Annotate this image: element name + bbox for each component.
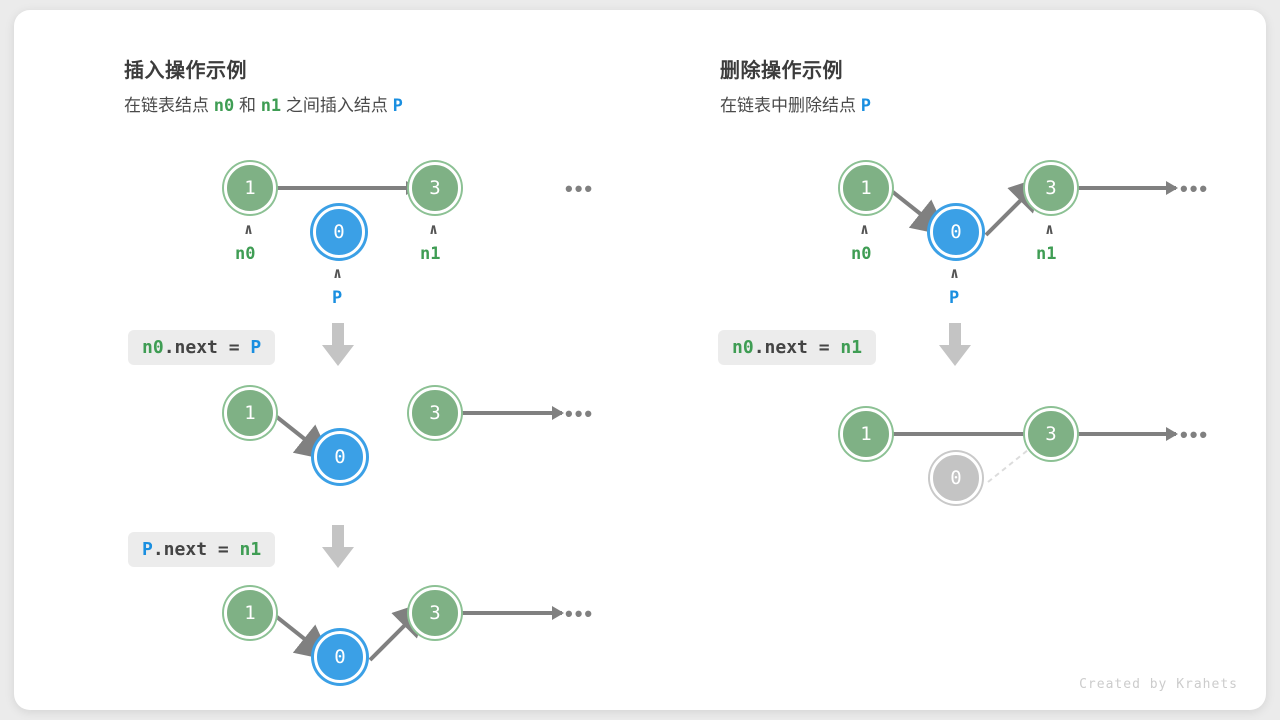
subtitle-text-1: 在链表中删除结点 [720, 96, 856, 115]
ellipsis-dots: ••• [1180, 422, 1210, 447]
node-p: 0 [314, 431, 366, 483]
node-n1: 3 [409, 387, 461, 439]
subtitle-text-1: 在链表结点 [124, 96, 209, 115]
caret-p: ∧ [950, 264, 960, 282]
arrow-n1-to-tail [1068, 181, 1178, 195]
panel-delete-title: 删除操作示例 [720, 60, 843, 82]
caret-n1: ∧ [1045, 220, 1055, 238]
arrow-n1-to-tail [452, 606, 564, 620]
code-ref-n1: n1 [239, 539, 262, 560]
node-n1: 3 [409, 587, 461, 639]
panel-insert: 插入操作示例 在链表结点 n0 和 n1 之间插入结点 P 1 0 3 ••• … [14, 10, 640, 710]
subtitle-ref-n0: n0 [213, 96, 235, 116]
node-n1: 3 [409, 162, 461, 214]
code-ref-n0: n0 [732, 337, 754, 358]
down-arrow-icon-3 [939, 323, 971, 366]
subtitle-ref-n1: n1 [260, 96, 282, 116]
arrow-n0-to-n1 [882, 427, 1042, 441]
caret-n1: ∧ [429, 220, 439, 238]
label-p: P [332, 288, 343, 308]
subtitle-ref-p: P [860, 96, 871, 116]
ellipsis-dots: ••• [565, 401, 595, 426]
diagram-card: 插入操作示例 在链表结点 n0 和 n1 之间插入结点 P 1 0 3 ••• … [14, 10, 1266, 710]
ellipsis-dots: ••• [565, 176, 595, 201]
node-n0: 1 [224, 162, 276, 214]
code-insert-step1: n0.next = P [128, 330, 276, 365]
node-n0: 1 [840, 162, 892, 214]
subtitle-text-2: 和 [238, 96, 256, 115]
code-text: .next = [152, 539, 240, 560]
code-ref-p: P [250, 337, 262, 358]
caret-p: ∧ [333, 264, 343, 282]
node-n0: 1 [224, 587, 276, 639]
panel-insert-title: 插入操作示例 [124, 60, 247, 82]
caret-n0: ∧ [244, 220, 254, 238]
node-n1: 3 [1025, 408, 1077, 460]
node-p: 0 [314, 631, 366, 683]
code-insert-step2: P.next = n1 [128, 532, 276, 567]
code-text: .next = [163, 337, 251, 358]
node-n1: 3 [1025, 162, 1077, 214]
down-arrow-icon-1 [322, 323, 354, 366]
label-p: P [949, 288, 960, 308]
arrow-n0-to-n1 [266, 181, 418, 195]
panel-delete: 删除操作示例 在链表中删除结点 P 1 0 3 ••• ∧ n0 [640, 10, 1266, 710]
node-p-deleted: 0 [930, 452, 982, 504]
ellipsis-dots: ••• [565, 601, 595, 626]
label-n0: n0 [235, 244, 256, 264]
code-ref-n0: n0 [142, 337, 164, 358]
down-arrow-icon-2 [322, 525, 354, 568]
caret-n0: ∧ [860, 220, 870, 238]
arrow-n1-to-tail [452, 406, 564, 420]
node-n0: 1 [224, 387, 276, 439]
code-ref-n1: n1 [840, 337, 863, 358]
label-n1: n1 [420, 244, 441, 264]
subtitle-ref-p: P [392, 96, 403, 116]
node-n0: 1 [840, 408, 892, 460]
node-p: 0 [930, 206, 982, 258]
subtitle-text-3: 之间插入结点 [285, 96, 388, 115]
arrow-n1-to-tail [1068, 427, 1178, 441]
label-n0: n0 [851, 244, 872, 264]
code-ref-p: P [142, 539, 153, 560]
code-text: .next = [753, 337, 841, 358]
panel-delete-subtitle: 在链表中删除结点 P [720, 91, 871, 116]
credit-text: Created by Krahets [1079, 677, 1238, 692]
node-p: 0 [313, 206, 365, 258]
ellipsis-dots: ••• [1180, 176, 1210, 201]
code-delete-step1: n0.next = n1 [718, 330, 877, 365]
panel-insert-subtitle: 在链表结点 n0 和 n1 之间插入结点 P [124, 91, 403, 116]
label-n1: n1 [1036, 244, 1057, 264]
